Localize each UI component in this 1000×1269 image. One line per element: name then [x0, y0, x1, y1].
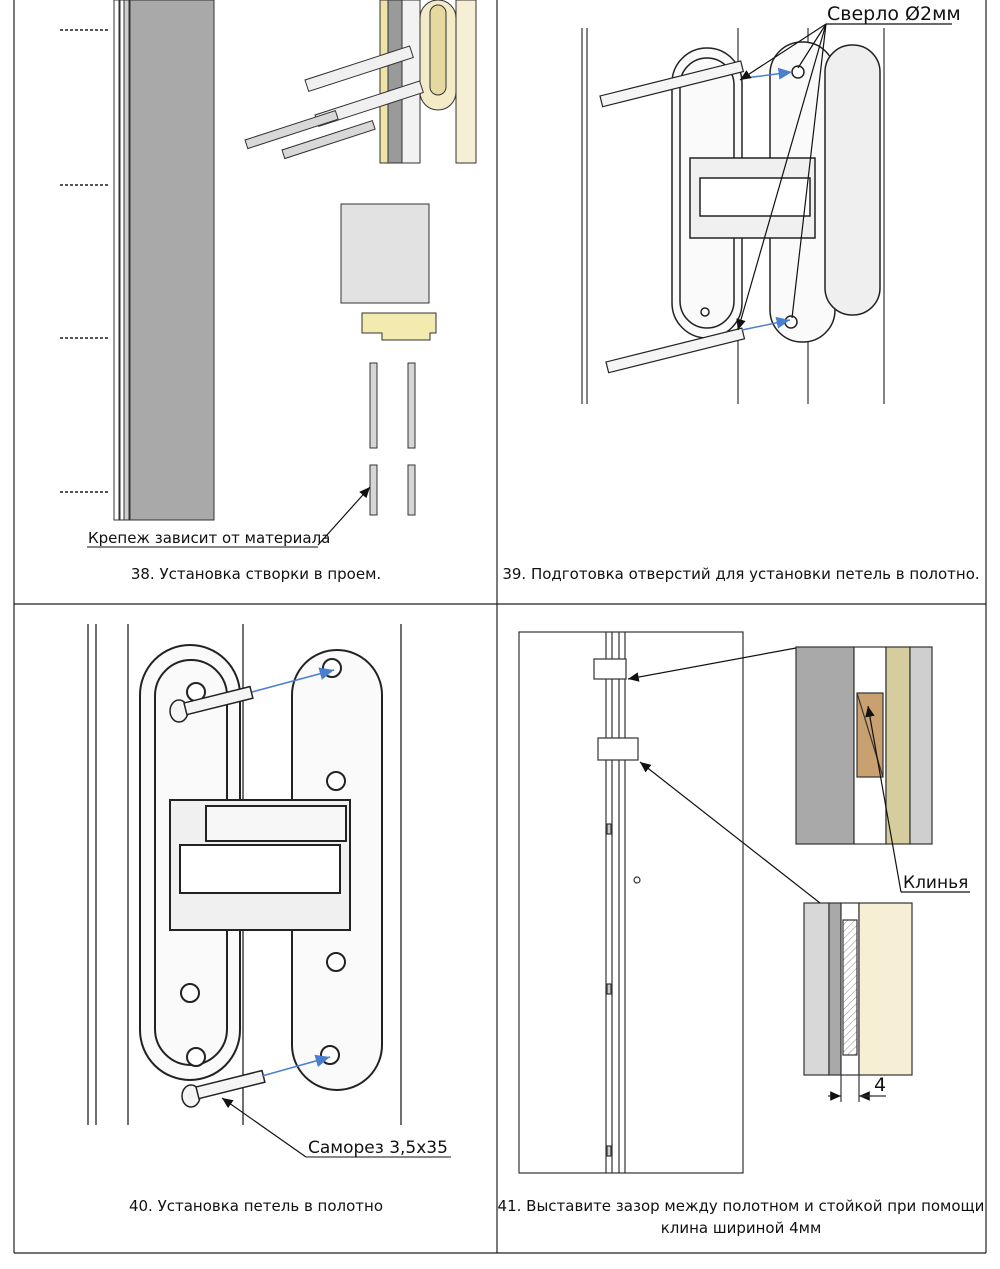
- callout-drill-label: Сверло Ø2мм: [827, 3, 961, 25]
- panel-40: Саморез 3,5x35 40. Установка петель в по…: [87, 624, 451, 1215]
- callout-fastener-label: Крепеж зависит от материала: [88, 529, 330, 547]
- callout-wedges-label: Клинья: [903, 873, 968, 893]
- panel-41: Клинья 4 41. Выставите зазор между полот…: [498, 631, 985, 1237]
- drill-bits-illustration: [599, 60, 746, 374]
- jamb-lines-40: [87, 624, 402, 1125]
- callout-screw-label: Саморез 3,5x35: [308, 1138, 448, 1158]
- door-leaf-illustration: [113, 0, 215, 521]
- callout-lines-41: [627, 647, 970, 904]
- caption-41-line1: 41. Выставите зазор между полотном и сто…: [498, 1197, 985, 1215]
- caption-41-line2: клина шириной 4мм: [661, 1219, 822, 1237]
- grid-frame: [13, 0, 987, 1254]
- caption-40: 40. Установка петель в полотно: [129, 1197, 383, 1215]
- profile-section-illustration: [340, 203, 437, 341]
- panel-39: Сверло Ø2мм 39. Подготовка отверстий для…: [502, 3, 979, 583]
- callout-line-40: [221, 1097, 307, 1158]
- gap-dimension-label: 4: [874, 1074, 886, 1096]
- blue-guides-39: [741, 67, 793, 331]
- screws-40-illustration: [169, 685, 266, 1108]
- panel-38: Крепеж зависит от материала 38. Установк…: [60, 0, 477, 583]
- wedge-detail-bottom: [803, 902, 913, 1102]
- blue-guides-40: [251, 667, 335, 1077]
- hinge-39-illustration: [671, 41, 881, 343]
- caption-39: 39. Подготовка отверстий для установки п…: [502, 565, 979, 583]
- door-elevation-illustration: [518, 631, 744, 1174]
- wedge-detail-top: [795, 646, 933, 845]
- dowels-illustration: [244, 45, 424, 160]
- callout-lines-39: [736, 23, 952, 331]
- hinge-40-illustration: [139, 644, 383, 1091]
- frame-detail-illustration: [379, 0, 477, 164]
- screws-illustration: [369, 362, 416, 516]
- caption-38: 38. Установка створки в проем.: [131, 565, 381, 583]
- fastener-marks: [60, 29, 110, 493]
- callout-line-38: [317, 486, 371, 546]
